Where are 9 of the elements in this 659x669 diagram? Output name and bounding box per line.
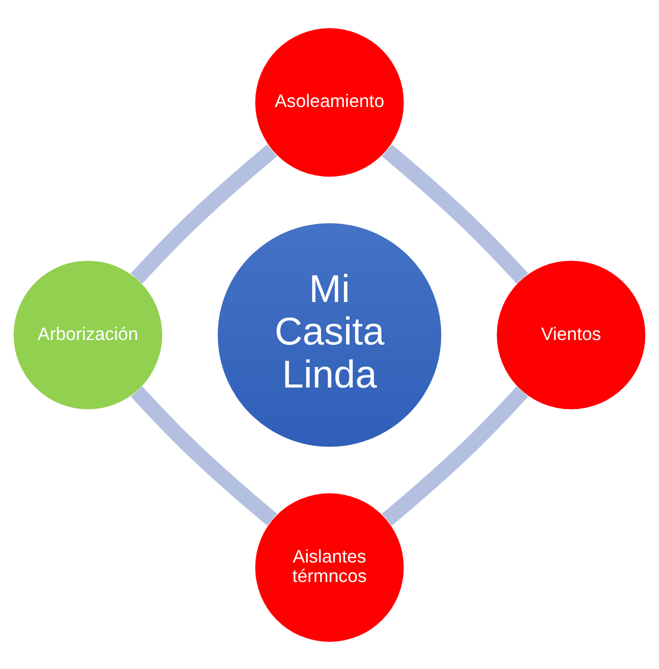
node-circle: Asoleamiento (255, 28, 404, 176)
node-circle: Arborización (14, 260, 162, 409)
node-circle: Vientos (496, 260, 646, 409)
connector (130, 386, 278, 526)
connector (382, 144, 528, 284)
node-circle: Aislantes térmncos (255, 492, 404, 642)
node-circle: Mi Casita Linda (218, 222, 442, 446)
connector (130, 144, 278, 284)
connector (382, 386, 528, 526)
